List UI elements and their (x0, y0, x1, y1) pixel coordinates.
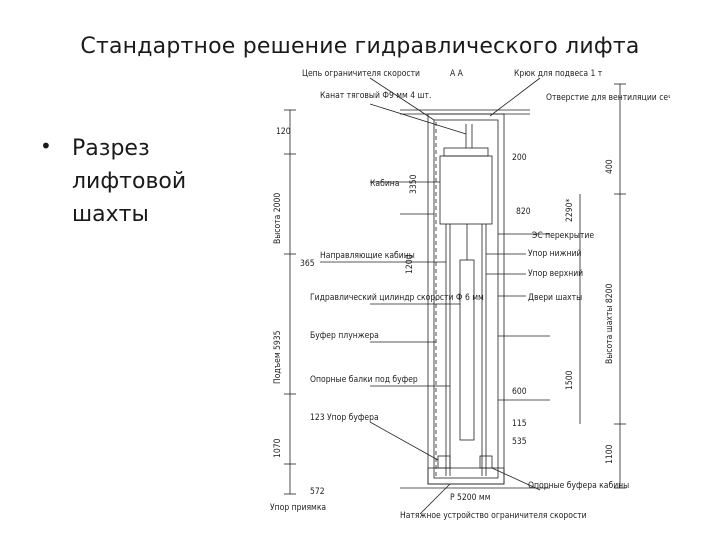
label-car-rails: Направляющие кабины (320, 250, 415, 261)
dim-8200: Высота шахты 8200 (605, 284, 615, 364)
dim-3350: 3350 (409, 174, 419, 194)
label-hydraulic-cylinder: Гидравлический цилиндр скорости Ф 6 мм (310, 293, 484, 303)
label-bottom: Упор приямка (270, 503, 326, 513)
dim-1500: 1500 (565, 370, 575, 390)
label-car: Кабина (370, 178, 399, 189)
leader-line (489, 77, 541, 117)
dim-820: 820 (516, 207, 531, 217)
label-pit-buffer: 123 Упор буфера (310, 412, 379, 423)
shaft-inner-wall (433, 119, 499, 479)
label-under-mark: Р 5200 мм (450, 493, 491, 503)
leader-line (419, 483, 451, 515)
dim-1100: 1100 (605, 444, 615, 464)
dim-572: 572 (310, 487, 325, 497)
slide-title: Стандартное решение гидравлического лифт… (80, 34, 640, 59)
dim-365: 365 (300, 259, 315, 269)
elevator-shaft-drawing: Цепь ограничителя скорости А А Канат тяг… (270, 69, 670, 521)
label-buffer-support: Опорные балки под буфер (310, 374, 418, 385)
label-shaft-door: Двери шахты (528, 293, 582, 303)
dim-top: 120 (276, 127, 291, 137)
dim-535: 535 (512, 437, 527, 447)
dim-400: 400 (605, 159, 615, 174)
hydraulic-cylinder (459, 259, 475, 441)
leader-line (491, 467, 541, 491)
label-switch-lower: Упор нижний (528, 249, 581, 259)
car-roof (443, 147, 489, 157)
label-section-marks: А А (450, 69, 464, 79)
dim-2000: Высота 2000 (273, 193, 283, 244)
elevator-car (439, 155, 493, 225)
leader-line (369, 77, 435, 121)
dim-2290: 2290* (565, 199, 575, 222)
dim-600: 600 (512, 387, 527, 397)
label-speed-limiter-cable: Цепь ограничителя скорости (302, 69, 420, 79)
label-suspension-cable: Канат тяговый Ф9 мм 4 шт. (320, 91, 431, 101)
bullet-item: Разрез лифтовой шахты (72, 136, 187, 227)
bullet-marker: • (40, 134, 52, 158)
dim-5935: Подъем 5935 (273, 330, 283, 384)
dim-1070: 1070 (273, 438, 283, 458)
leader-line (369, 103, 467, 135)
leader-line (369, 421, 439, 461)
label-buffer-plunger: Буфер плунжера (310, 331, 379, 341)
label-floor-ceiling: ЭС перекрытие (532, 231, 594, 241)
label-hook-load: Крюк для подвеса 1 т (514, 69, 603, 79)
pit-buffer-left (437, 455, 451, 469)
label-switch-upper: Упор верхний (528, 269, 583, 279)
pit-buffer-right (479, 455, 493, 469)
dim-1200: 1200 (405, 254, 415, 274)
dim-200: 200 (512, 153, 527, 163)
label-ventilation: Отверстие для вентиляции сечением 0.1 м² (546, 93, 670, 103)
label-tension-device: Натяжное устройство ограничителя скорост… (400, 511, 587, 521)
label-lower-buffers: Опорные буфера кабины (528, 480, 629, 491)
shaft-pit (427, 467, 505, 485)
dim-115: 115 (512, 419, 527, 429)
